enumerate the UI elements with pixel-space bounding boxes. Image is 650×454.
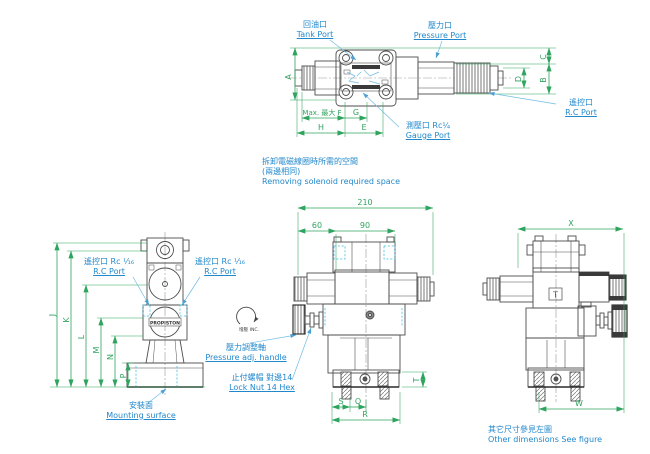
front-view-drawing	[292, 234, 435, 414]
mounting-surface-zh: 安裝面	[129, 401, 153, 410]
rc-port-right-zh: 遙控口 Rc ¹⁄₁₆	[195, 257, 245, 266]
rc-port-top-zh: 遙控口	[569, 98, 593, 107]
dim-E: E	[361, 123, 366, 132]
rc-port-left-callout: 遙控口 Rc ¹⁄₁₆ R.C Port	[84, 257, 134, 277]
dim-K: K	[62, 317, 71, 323]
dim-Q: Q	[355, 397, 361, 406]
pressure-handle-zh: 壓力調整軸	[225, 343, 266, 352]
rc-port-right-callout: 遙控口 Rc ¹⁄₁₆ R.C Port	[195, 257, 245, 277]
pressure-port-callout: 壓力口 Pressure Port	[414, 21, 467, 41]
gauge-port-en: Gauge Port	[405, 130, 451, 140]
port-highlights	[135, 304, 188, 386]
dim-X: X	[568, 219, 574, 228]
dim-R: R	[362, 410, 368, 419]
dim-90: 90	[360, 221, 370, 230]
rc-port-left-zh: 遙控口 Rc ¹⁄₁₆	[84, 257, 134, 266]
dim-C: C	[539, 54, 548, 60]
rc-port-top-callout: 遙控口 R.C Port	[565, 98, 597, 118]
dim-maxF: Max. 最大 F	[302, 108, 341, 117]
rc-port-top-en: R.C Port	[565, 107, 597, 117]
pressure-handle-callout: 壓力調整軸 Pressure adj. handle	[205, 343, 286, 363]
dim-210: 210	[357, 198, 372, 207]
mounting-surface-callout: 安裝面 Mounting surface	[106, 401, 176, 421]
other-dimensions-note: 其它尺寸參見左圖 Other dimensions See figure	[488, 425, 602, 445]
rotation-increase-icon: 增壓 INC.	[236, 306, 259, 333]
dim-D: D	[514, 76, 523, 82]
dimension-labels: A C B D Max. 最大 F G H E J K L M N P 210 …	[48, 54, 583, 419]
right-view-drawing	[482, 234, 628, 402]
schematic-scribble	[346, 69, 381, 85]
dim-L: L	[77, 334, 86, 339]
lock-nut-en: Lock Nut 14 Hex	[229, 382, 295, 392]
other-dimensions-zh: 其它尺寸參見左圖	[488, 425, 552, 434]
dim-T: T	[412, 377, 421, 383]
dim-B: B	[539, 77, 548, 83]
lock-nut-zh: 止付螺帽 對邊14	[231, 373, 293, 382]
tank-port-en: Tank Port	[296, 29, 334, 39]
pressure-port-zh: 壓力口	[428, 21, 452, 30]
dim-G: G	[353, 108, 359, 117]
dim-N: N	[106, 354, 115, 360]
dim-J: J	[48, 314, 57, 317]
dim-A: A	[284, 74, 293, 80]
other-dimensions-en: Other dimensions See figure	[488, 435, 603, 444]
rc-port-right-en: R.C Port	[204, 266, 236, 276]
pressure-handle-en: Pressure adj. handle	[205, 352, 287, 362]
top-view-drawing	[288, 49, 512, 107]
mounting-surface-en: Mounting surface	[106, 410, 176, 420]
dim-P: P	[119, 373, 128, 378]
increase-note-label: 增壓 INC.	[239, 326, 259, 333]
gauge-port-callout: 測壓口 Rc¼ Gauge Port	[406, 121, 451, 141]
dim-H: H	[318, 123, 324, 132]
tank-port-zh: 回油口	[302, 20, 327, 29]
dim-60: 60	[312, 221, 322, 230]
leader-lines	[132, 39, 557, 404]
gauge-port-zh: 測壓口 Rc¼	[405, 121, 451, 130]
dim-S: S	[338, 397, 343, 406]
dimension-lines	[54, 47, 625, 423]
removing-note-line2: (兩邊相同)	[262, 167, 301, 176]
removing-solenoid-note: 拆卸電磁線圈時所需的空間 (兩邊相同) Removing solenoid re…	[262, 157, 400, 187]
tank-port-letter: T	[552, 291, 558, 300]
tank-port-callout: 回油口 Tank Port	[297, 20, 334, 40]
lock-nut-callout: 止付螺帽 對邊14 Lock Nut 14 Hex	[229, 373, 295, 393]
removing-note-line3: Removing solenoid required space	[262, 177, 401, 186]
rc-port-left-en: R.C Port	[93, 266, 125, 276]
front-port-highlights	[324, 245, 403, 326]
brand-label: PROPISTON	[150, 321, 180, 327]
dim-M: M	[92, 346, 101, 353]
dim-W: W	[575, 399, 583, 408]
removing-note-line1: 拆卸電磁線圈時所需的空間	[262, 157, 358, 166]
left-view-drawing	[126, 232, 204, 397]
pressure-port-en: Pressure Port	[413, 30, 467, 40]
